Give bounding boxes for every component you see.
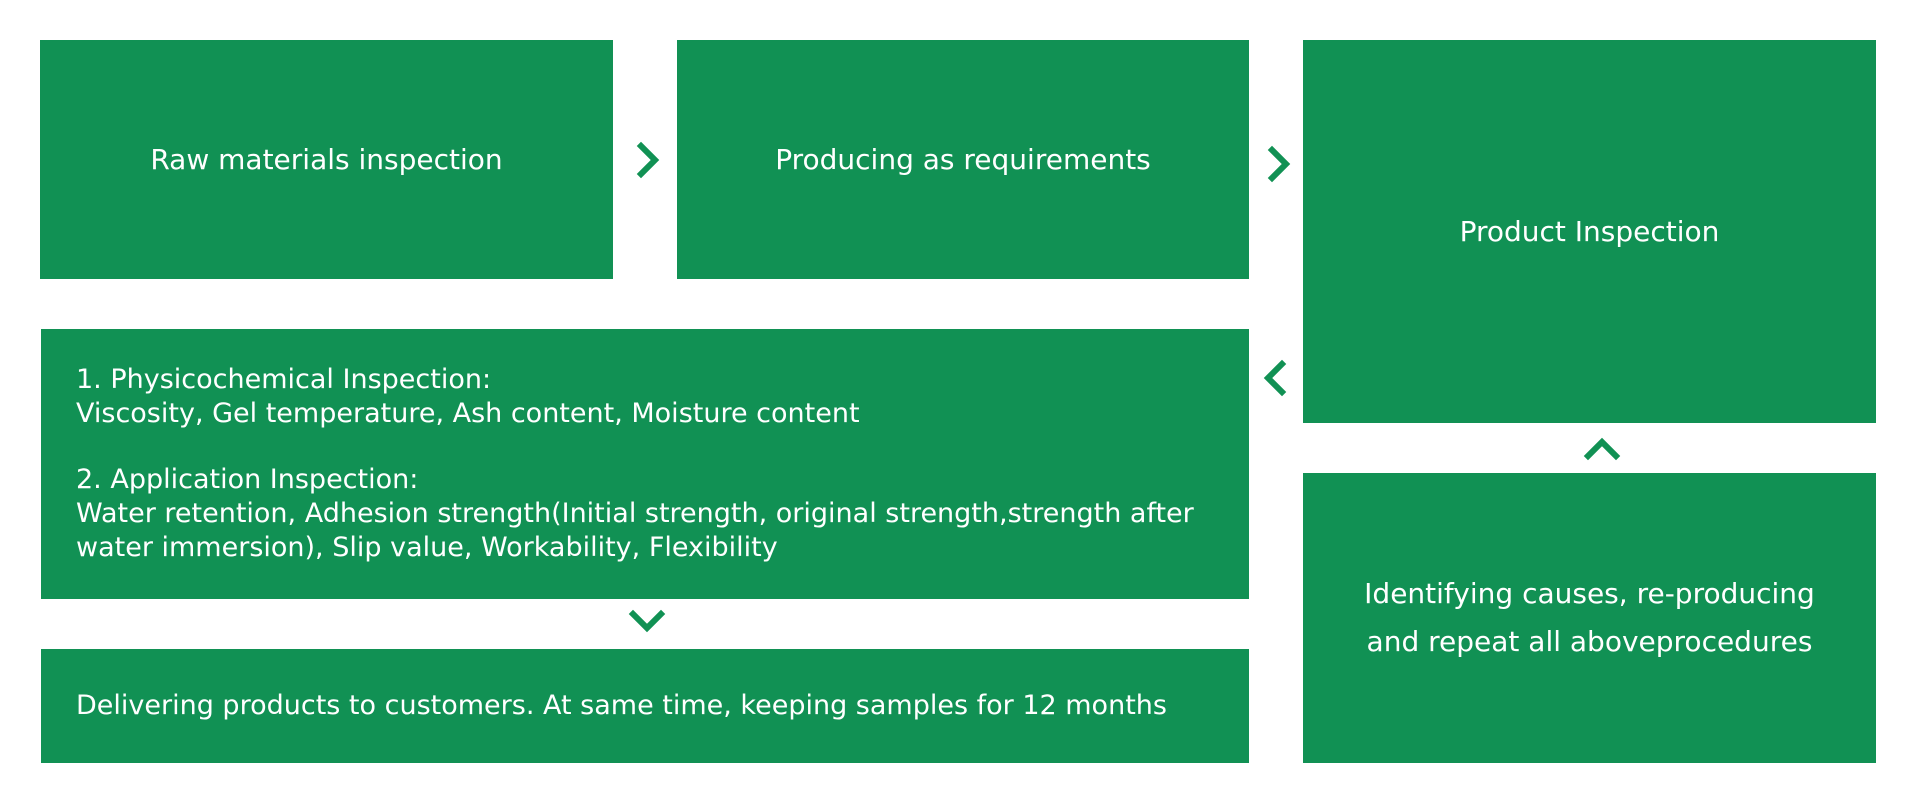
chevron-down-icon (627, 602, 667, 642)
chevron-right-icon (1258, 144, 1298, 184)
step-producing-as-requirements: Producing as requirements (677, 40, 1249, 279)
step-product-inspection: Product Inspection (1303, 40, 1876, 423)
chevron-right-icon (627, 140, 667, 180)
step-identifying-causes-label: Identifying causes, re-producing and rep… (1364, 577, 1815, 658)
step-product-inspection-label: Product Inspection (1459, 214, 1720, 248)
application-items-line1: Water retention, Adhesion strength(Initi… (76, 498, 1194, 529)
step-delivering-label: Delivering products to customers. At sam… (76, 689, 1167, 721)
step-inspection-details: 1. Physicochemical Inspection: Viscosity… (41, 329, 1249, 599)
step-raw-materials-label: Raw materials inspection (150, 142, 503, 176)
chevron-up-icon (1582, 428, 1622, 468)
step-raw-materials-inspection: Raw materials inspection (40, 40, 613, 279)
step-producing-label: Producing as requirements (775, 142, 1151, 176)
chevron-left-icon (1256, 358, 1296, 398)
inspection-details-text: 1. Physicochemical Inspection: Viscosity… (41, 363, 1194, 565)
step-identifying-causes: Identifying causes, re-producing and rep… (1303, 473, 1876, 763)
application-title: 2. Application Inspection: (76, 464, 419, 495)
physicochemical-title: 1. Physicochemical Inspection: (76, 364, 492, 395)
physicochemical-items: Viscosity, Gel temperature, Ash content,… (76, 398, 860, 429)
application-items-line2: water immersion), Slip value, Workabilit… (76, 532, 778, 563)
section-spacer (76, 431, 1194, 463)
step-delivering-products: Delivering products to customers. At sam… (41, 649, 1249, 763)
